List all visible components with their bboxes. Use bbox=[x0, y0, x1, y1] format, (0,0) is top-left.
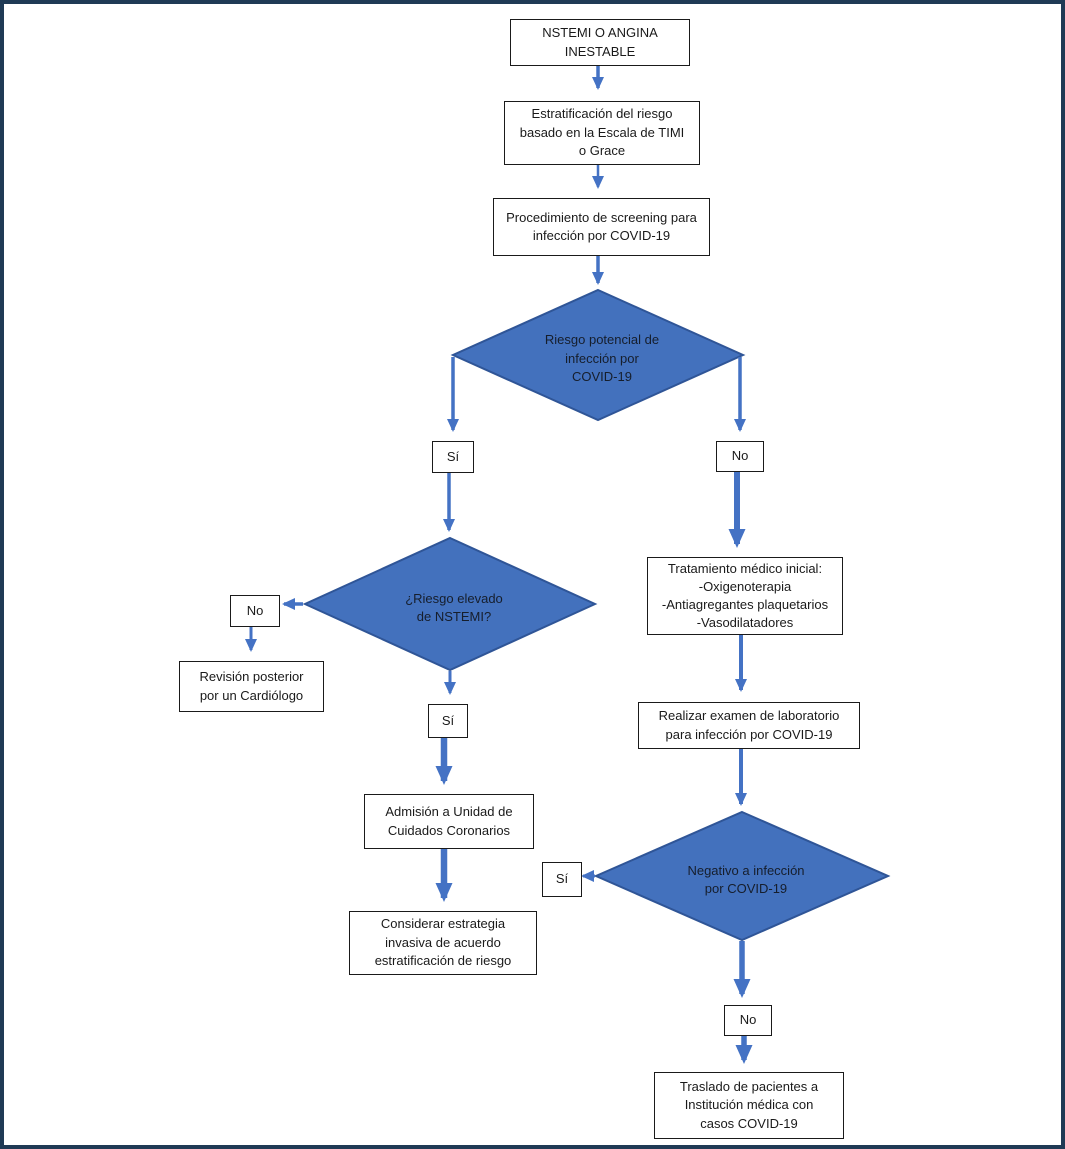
node-revision-cardiologo-label: Revisión posterior por un Cardiólogo bbox=[199, 669, 304, 703]
node-traslado-pacientes-label: Traslado de pacientes a Institución médi… bbox=[679, 1078, 819, 1131]
edge-label-si3-text: Sí bbox=[555, 871, 569, 887]
edge-label-no-riesgo-potencial: No bbox=[716, 441, 764, 472]
node-nstemi-angina: NSTEMI O ANGINA INESTABLE bbox=[510, 19, 690, 66]
node-tratamiento-inicial: Tratamiento médico inicial: -Oxigenotera… bbox=[647, 557, 843, 635]
edge-label-si-riesgo-potencial: Sí bbox=[432, 441, 474, 473]
edge-label-si-negativo-covid: Sí bbox=[542, 862, 582, 897]
node-examen-laboratorio: Realizar examen de laboratorio para infe… bbox=[638, 702, 860, 749]
node-examen-laboratorio-label: Realizar examen de laboratorio para infe… bbox=[658, 708, 840, 742]
edge-label-si2-text: Sí bbox=[441, 712, 455, 728]
node-admision-coronarios-label: Admisión a Unidad de Cuidados Coronarios bbox=[385, 804, 513, 838]
edge-label-no3-text: No bbox=[739, 1012, 757, 1028]
node-estrategia-invasiva-label: Considerar estrategia invasiva de acuerd… bbox=[374, 916, 512, 969]
edge-label-no2-text: No bbox=[246, 602, 264, 618]
decision-negativo-covid-shape bbox=[593, 810, 891, 942]
node-traslado-pacientes: Traslado de pacientes a Institución médi… bbox=[654, 1072, 844, 1139]
node-screening-covid-label: Procedimiento de screening para infecció… bbox=[506, 209, 697, 243]
node-estrategia-invasiva: Considerar estrategia invasiva de acuerd… bbox=[349, 911, 537, 975]
edge-label-no1-text: No bbox=[731, 448, 749, 464]
node-nstemi-angina-label: NSTEMI O ANGINA INESTABLE bbox=[542, 25, 658, 59]
node-admision-coronarios: Admisión a Unidad de Cuidados Coronarios bbox=[364, 794, 534, 849]
edge-label-si1-text: Sí bbox=[446, 448, 460, 464]
node-estratificacion-riesgo-label: Estratificación del riesgo basado en la … bbox=[519, 106, 685, 159]
edge-label-si-riesgo-elevado: Sí bbox=[428, 704, 468, 738]
edge-label-no-negativo-covid: No bbox=[724, 1005, 772, 1036]
node-revision-cardiologo: Revisión posterior por un Cardiólogo bbox=[179, 661, 324, 712]
decision-riesgo-potencial-shape bbox=[450, 288, 746, 422]
node-tratamiento-inicial-label: Tratamiento médico inicial: -Oxigenotera… bbox=[661, 560, 829, 631]
edge-label-no-riesgo-elevado: No bbox=[230, 595, 280, 627]
node-estratificacion-riesgo: Estratificación del riesgo basado en la … bbox=[504, 101, 700, 165]
node-screening-covid: Procedimiento de screening para infecció… bbox=[493, 198, 710, 256]
decision-riesgo-elevado-shape bbox=[302, 536, 598, 672]
